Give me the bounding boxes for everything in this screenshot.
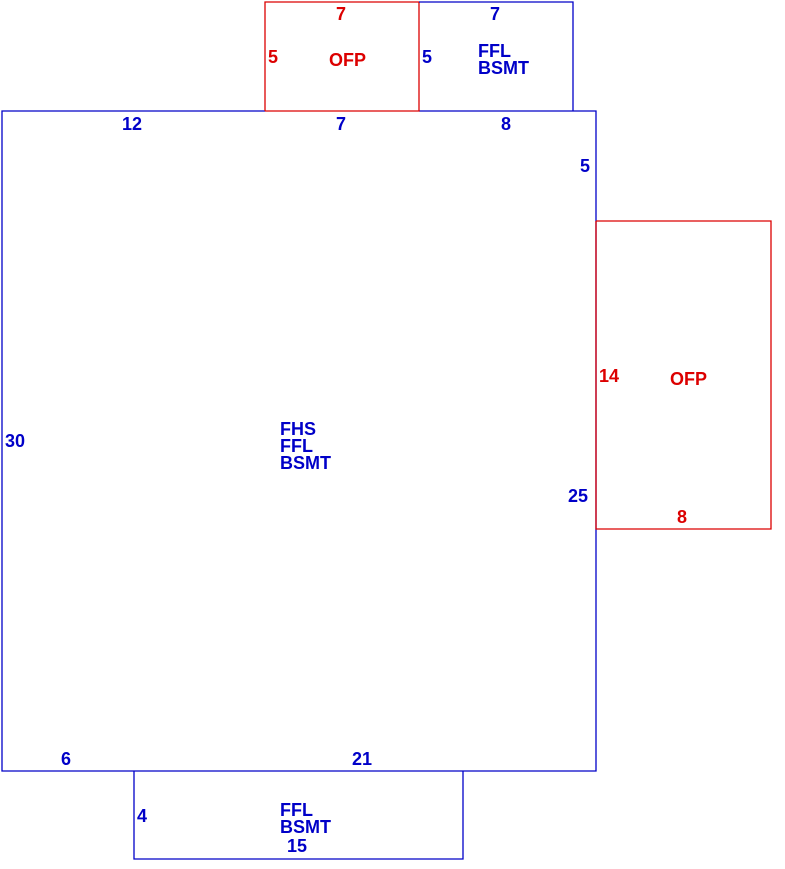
right-porch-outline	[595, 220, 772, 530]
main-dim-bottom-right: 21	[352, 749, 372, 769]
top-addition-dim-left: 5	[422, 47, 432, 67]
main-label-3: BSMT	[280, 453, 331, 473]
right-porch-dim-bottom: 8	[677, 507, 687, 527]
right-porch-label: OFP	[670, 369, 707, 389]
bottom-addition-label-1: FFL	[280, 800, 313, 820]
bottom-addition-dim-left: 4	[137, 806, 147, 826]
main-area-outline	[1, 110, 597, 772]
main-dim-left: 30	[5, 431, 25, 451]
top-porch-dim-top: 7	[336, 4, 346, 24]
top-addition-label-2: BSMT	[478, 58, 529, 78]
main-dim-top-mid: 7	[336, 114, 346, 134]
bottom-addition-dim-bottom: 15	[287, 836, 307, 856]
main-label-1: FHS	[280, 419, 316, 439]
top-addition-outline	[419, 1, 574, 111]
right-porch-dim-left: 14	[599, 366, 619, 386]
main-dim-right-lower: 25	[568, 486, 588, 506]
main-dim-right-upper: 5	[580, 156, 590, 176]
main-dim-top-right: 8	[501, 114, 511, 134]
bottom-addition-outline	[133, 771, 464, 860]
bottom-addition-label-2: BSMT	[280, 817, 331, 837]
top-addition-label-1: FFL	[478, 41, 511, 61]
top-addition-dim-top: 7	[490, 4, 500, 24]
top-porch-dim-left: 5	[268, 47, 278, 67]
main-label-2: FFL	[280, 436, 313, 456]
top-porch-label: OFP	[329, 50, 366, 70]
main-dim-bottom-left: 6	[61, 749, 71, 769]
main-dim-top-left: 12	[122, 114, 142, 134]
